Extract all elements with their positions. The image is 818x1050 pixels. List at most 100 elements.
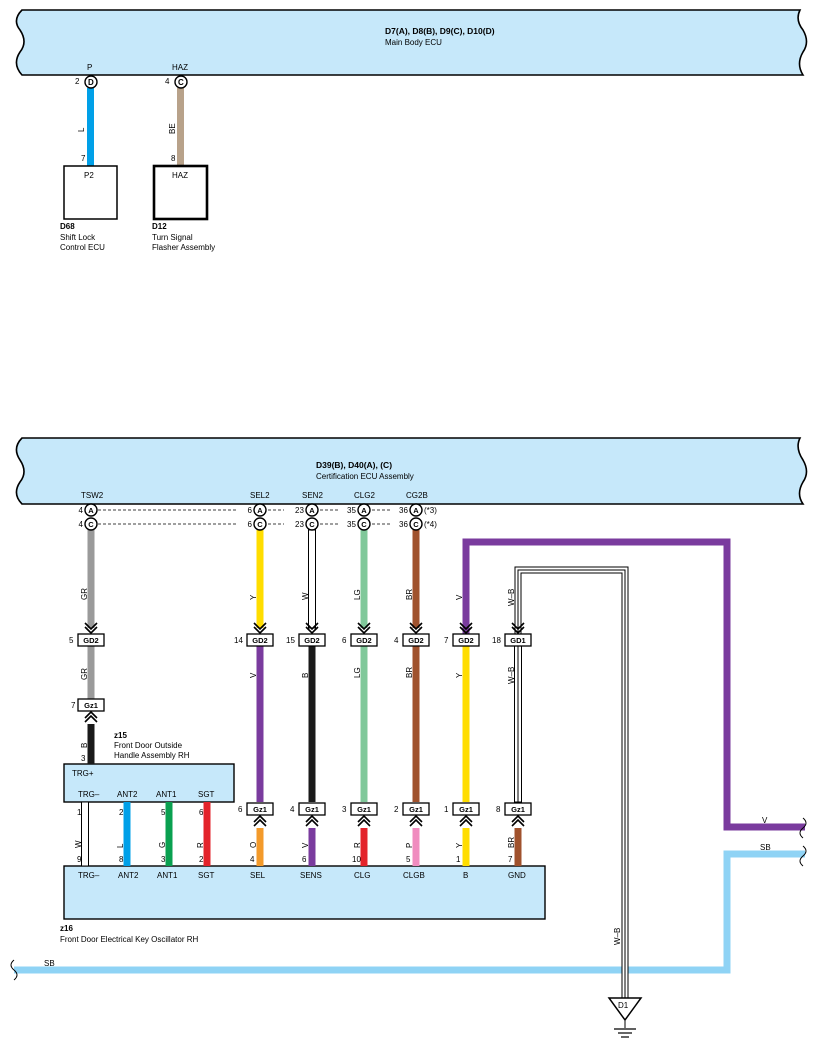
ecu-pin-c-0-circle: [84, 517, 98, 531]
z16-term-9: GND: [508, 871, 526, 880]
main-body-ecu-box: [15, 9, 808, 76]
lower-pin-4: 1: [456, 855, 461, 864]
gd-chevron-2: [305, 622, 319, 635]
turn-signal-code: D12: [152, 222, 167, 231]
shift-lock-name-2: Control ECU: [60, 243, 105, 252]
ecu-pin-a-2-circle: [305, 503, 319, 517]
gz-chevron-3: [409, 814, 423, 827]
upper-wire-4: [412, 530, 420, 628]
mid-wire-2: [360, 646, 368, 802]
z16-term-8: B: [463, 871, 468, 880]
gz-chevron-4-stroke: [459, 818, 473, 827]
gd-conn-3-label: GD2: [356, 636, 371, 645]
ecu-pin-a-2-letter: A: [309, 506, 315, 515]
pin-haz-number: 4: [165, 77, 170, 86]
ecu-pin-a-num-4: 36: [399, 506, 408, 515]
ecu-pin-a-1-letter: A: [257, 506, 263, 515]
ecu-pin-c-2-letter: C: [309, 520, 315, 529]
gz-pin-3: 2: [394, 805, 399, 814]
gd-chevron-4-stroke: [409, 622, 423, 631]
pin-p-label: P: [87, 63, 92, 72]
ecu-pin-c-num-1: 6: [248, 520, 253, 529]
gz-pin-1: 4: [290, 805, 295, 814]
gd-conn-6-label: GD1: [510, 636, 525, 645]
ground-d1: D1: [607, 997, 643, 1038]
ecu-pin-c-num-0: 4: [79, 520, 84, 529]
gz-chevron-0-stroke: [253, 814, 267, 823]
gd-chevron-4: [409, 622, 423, 635]
certification-ecu-box: [15, 437, 808, 505]
ecu-pin-a-1-circle: [253, 503, 267, 517]
z16-term-1: ANT2: [118, 871, 139, 880]
wire-sb-left-label: SB: [44, 959, 55, 968]
wire-sb-bus: [14, 850, 805, 974]
gz-chevron-0: [253, 814, 267, 827]
z16-name: Front Door Electrical Key Oscillator RH: [60, 935, 198, 944]
turn-signal-flasher: HAZ D12 Turn Signal Flasher Assembly: [152, 164, 215, 252]
mid-wire-code-4: Y: [455, 672, 464, 678]
z16-term-3: SGT: [198, 871, 215, 880]
gd-conn-6-box: [504, 633, 532, 647]
z16-term-5: SENS: [300, 871, 322, 880]
ecu-pin-a-num-2: 23: [295, 506, 304, 515]
gd-conn-4-box: [402, 633, 430, 647]
wire-be: [177, 88, 184, 166]
wire-be-hazard: HAZ 4 C BE 8: [165, 63, 188, 166]
upper-wire-code-4: BR: [405, 589, 414, 600]
gd-chevron-6: [511, 622, 525, 635]
mid-wire-code-1: B: [301, 673, 310, 678]
z15-term-sgt: SGT: [198, 790, 215, 799]
turn-signal-name-1: Turn Signal: [152, 233, 193, 242]
ecu-pin-a-num-1: 6: [248, 506, 253, 515]
ecu-pin-a-4-letter: A: [413, 506, 419, 515]
gz-chevron-1-stroke: [305, 818, 319, 827]
wire-v-right-label: V: [762, 816, 768, 825]
wire-be-end-pin: 8: [171, 154, 176, 163]
gz1-top-conn-label: Gz1: [84, 701, 98, 710]
lower-pin-0: 4: [250, 855, 255, 864]
mid-wire-code-2: LG: [353, 667, 362, 678]
gd-pin-5: 7: [444, 636, 449, 645]
shift-lock-ecu-box: [63, 165, 118, 220]
mid-wire-0: [256, 646, 264, 802]
gd-chevron-0: [84, 622, 98, 635]
z16-term-0: TRG–: [78, 871, 100, 880]
gd-chevron-1-stroke: [253, 622, 267, 631]
shift-lock-ecu: P2 D68 Shift Lock Control ECU: [60, 165, 118, 252]
z16-term-6: CLG: [354, 871, 370, 880]
gd-chevron-1: [253, 622, 267, 635]
ecu-pin-c-num-3: 35: [347, 520, 356, 529]
z15-top-pin-3: 6: [199, 808, 204, 817]
lower-pin-1: 6: [302, 855, 307, 864]
wire-v-to-right: [462, 538, 805, 831]
gz-chevron-4-stroke: [459, 814, 473, 823]
gd-pin-6: 18: [492, 636, 501, 645]
ecu-pin-a-num-3: 35: [347, 506, 356, 515]
pin-p-connector: D: [88, 78, 94, 87]
z15-wire-0: [81, 801, 89, 867]
ecu-note-a: (*3): [424, 506, 437, 515]
wire-be-code: BE: [168, 123, 177, 134]
ecu-signal-sen2: SEN2: [302, 491, 323, 500]
gz-chevron-5-stroke: [511, 818, 525, 827]
gr-lower-wire: [87, 646, 95, 700]
gz-chevron-3-stroke: [409, 818, 423, 827]
gd-conn-5-label: GD2: [458, 636, 473, 645]
z15-wire-code-3: R: [196, 842, 205, 848]
mid-wire-code-3: BR: [405, 667, 414, 678]
main-body-ecu-connectors: D7(A), D8(B), D9(C), D10(D): [385, 26, 495, 36]
gz-chevron-3-stroke: [409, 814, 423, 823]
gz-chevron-2: [357, 814, 371, 827]
ecu-signal-cg2b: CG2B: [406, 491, 428, 500]
upper-wire-code-5: V: [455, 594, 464, 600]
certification-ecu: D39(B), D40(A), (C) Certification ECU As…: [15, 437, 808, 505]
lower-pin-5: 7: [508, 855, 513, 864]
ecu-signal-tsw2: TSW2: [81, 491, 104, 500]
z16-top-pin-1: 8: [119, 855, 124, 864]
upper-wire-code-0: GR: [80, 588, 89, 600]
lower-wire-1: [308, 828, 316, 866]
mid-wire-1: [308, 646, 316, 802]
gd-conn-0-label: GD2: [83, 636, 98, 645]
gz-pin-5: 8: [496, 805, 501, 814]
